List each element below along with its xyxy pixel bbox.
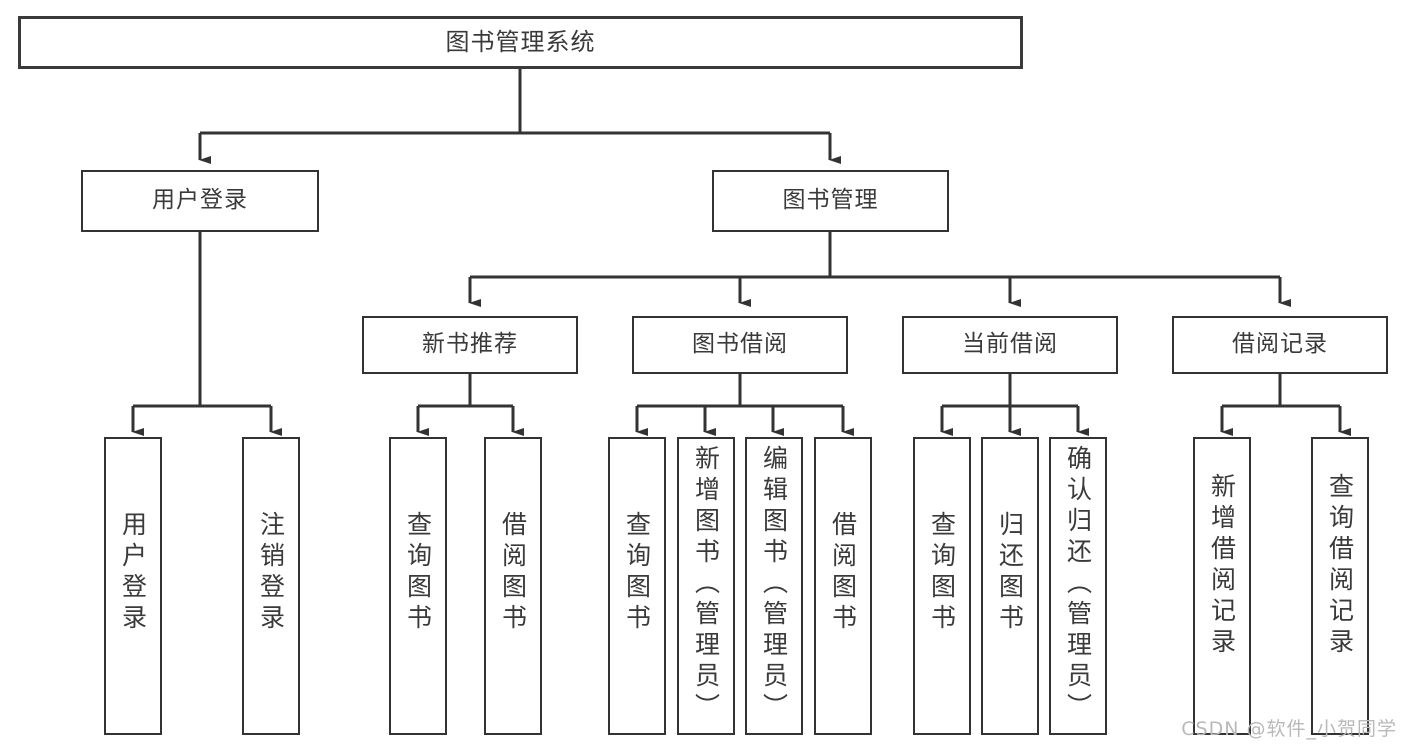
leaf-query-books-3[interactable]: 查询图书 [913,437,971,735]
leaf-logout[interactable]: 注销登录 [242,437,300,735]
leaf-return-books[interactable]: 归还图书 [981,437,1039,735]
leaf-query-books-1[interactable]: 查询图书 [389,437,447,735]
leaf-user-login-label: 用户登录 [118,511,148,635]
leaf-confirm-return-label: 确认归还（管理员） [1063,445,1093,724]
leaf-confirm-return[interactable]: 确认归还（管理员） [1049,437,1107,735]
node-new-book-recommend[interactable]: 新书推荐 [362,316,578,374]
leaf-query-books-1-label: 查询图书 [403,511,433,635]
node-new-book-recommend-label: 新书推荐 [422,331,518,358]
node-book-management-label: 图书管理 [782,187,879,214]
leaf-query-books-2-label: 查询图书 [622,511,652,635]
leaf-logout-label: 注销登录 [256,511,286,635]
leaf-add-record[interactable]: 新增借阅记录 [1193,437,1251,735]
watermark: CSDN @软件_小贺同学 [1181,718,1397,740]
leaf-user-login[interactable]: 用户登录 [104,437,162,735]
leaf-query-record[interactable]: 查询借阅记录 [1311,437,1369,735]
leaf-borrow-books-2[interactable]: 借阅图书 [814,437,872,735]
leaf-edit-book[interactable]: 编辑图书（管理员） [745,437,803,735]
leaf-add-book-label: 新增图书（管理员） [691,445,721,724]
leaf-borrow-books-2-label: 借阅图书 [828,511,858,635]
node-book-borrow-label: 图书借阅 [692,331,788,358]
node-current-borrow[interactable]: 当前借阅 [902,316,1118,374]
node-borrow-record[interactable]: 借阅记录 [1172,316,1388,374]
node-borrow-record-label: 借阅记录 [1232,331,1328,358]
node-current-borrow-label: 当前借阅 [962,331,1058,358]
node-book-management[interactable]: 图书管理 [712,170,949,232]
node-book-borrow[interactable]: 图书借阅 [632,316,848,374]
leaf-borrow-books-1-label: 借阅图书 [498,511,528,635]
leaf-query-books-3-label: 查询图书 [927,511,957,635]
leaf-borrow-books-1[interactable]: 借阅图书 [484,437,542,735]
node-user-login[interactable]: 用户登录 [81,170,319,232]
leaf-query-books-2[interactable]: 查询图书 [608,437,666,735]
leaf-query-record-label: 查询借阅记录 [1325,473,1355,659]
node-root[interactable]: 图书管理系统 [18,16,1023,69]
leaf-edit-book-label: 编辑图书（管理员） [759,445,789,724]
leaf-add-record-label: 新增借阅记录 [1207,473,1237,659]
leaf-add-book[interactable]: 新增图书（管理员） [677,437,735,735]
node-root-label: 图书管理系统 [445,28,596,57]
node-user-login-label: 用户登录 [152,187,248,214]
leaf-return-books-label: 归还图书 [995,511,1025,635]
